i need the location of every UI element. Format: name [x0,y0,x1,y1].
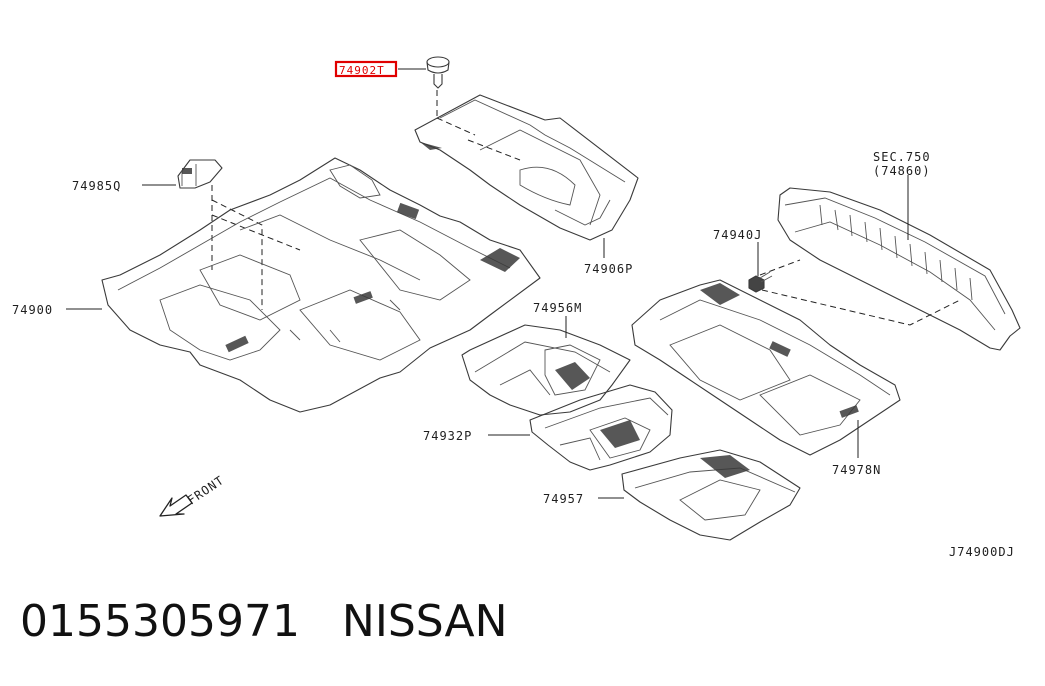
label-74906p: 74906P [584,262,633,276]
highlight-box-74902 [334,60,398,78]
label-74900: 74900 [12,303,53,317]
part-74957 [621,449,801,541]
label-sec750: SEC.750 [873,150,931,164]
label-74978n: 74978N [832,463,881,477]
dash-74906 [436,117,521,161]
label-74940j: 74940J [713,228,762,242]
label-74956m: 74956M [533,301,582,315]
caption-brand: NISSAN [341,596,508,647]
front-direction-arrow [159,494,193,517]
dash-sec750 [759,259,961,326]
label-74957: 74957 [543,492,584,506]
part-74900-floor-carpet [101,157,541,413]
clip-part [426,56,450,89]
label-diagram-code: J74900DJ [949,545,1015,559]
dash-74985-guide [211,199,301,310]
label-74860: (74860) [873,164,931,178]
part-74978n-rear-carpet [631,279,901,456]
part-74956m [461,324,631,416]
label-74985q: 74985Q [72,179,121,193]
label-74902t: 74902T [339,64,385,77]
part-74932p [529,384,673,471]
caption: 0155305971 NISSAN [20,596,508,647]
part-sec750-rear-panel [777,187,1021,351]
label-74932p: 74932P [423,429,472,443]
part-74985q-hook [177,159,223,189]
part-74906p [414,94,639,241]
part-74940j-bolt [748,271,773,293]
label-front: FRONT [185,473,227,508]
caption-part-number: 0155305971 [20,596,300,647]
